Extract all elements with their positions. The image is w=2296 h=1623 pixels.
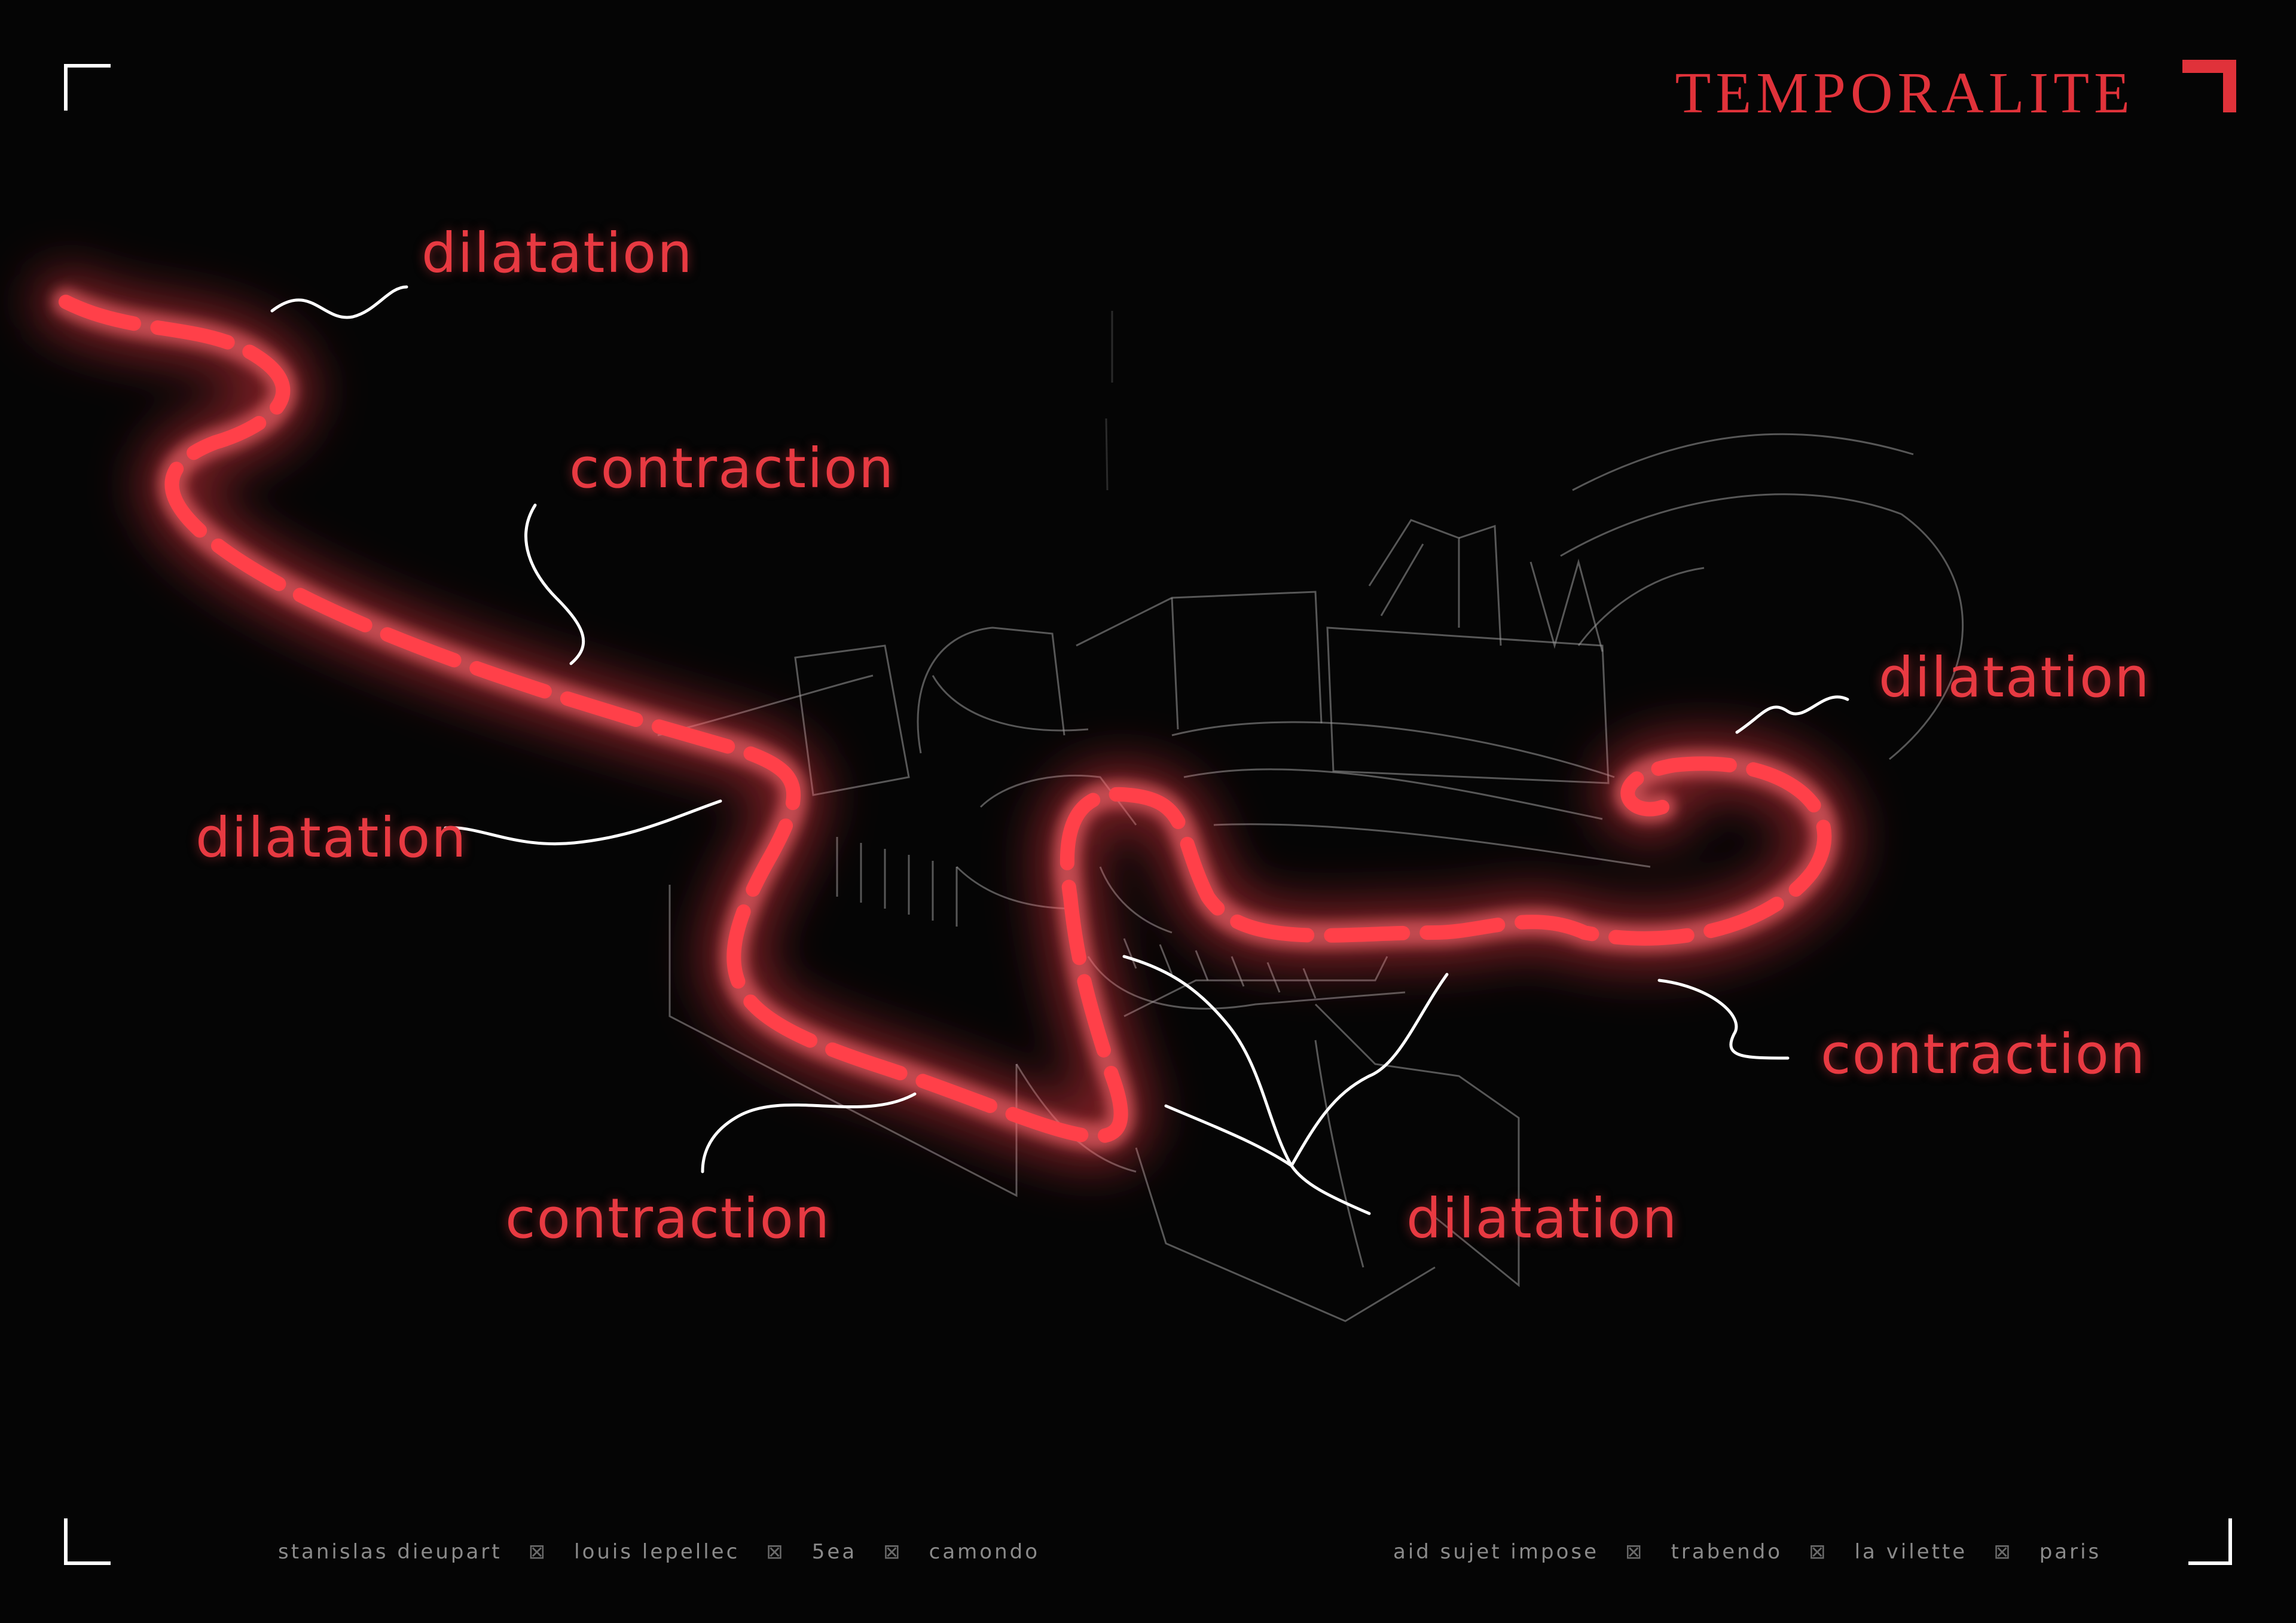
footer-credits-left: stanislas dieupart ⊠ louis lepellec ⊠ 5e…	[278, 1540, 1040, 1564]
footer-author-1: stanislas dieupart	[278, 1540, 502, 1564]
leader-dilatation-left	[444, 799, 722, 846]
footer-credits-right: aid sujet impose ⊠ trabendo ⊠ la vilette…	[1393, 1540, 2101, 1564]
leader-contraction-right	[1657, 979, 1790, 1060]
label-dilatation-top: dilatation	[422, 221, 694, 285]
corner-bottom-right	[2188, 1518, 2232, 1565]
footer-district: la vilette	[1854, 1540, 1968, 1564]
annotation-leaders	[270, 285, 1849, 1215]
label-contraction-bottom: contraction	[505, 1187, 831, 1251]
label-contraction-upper: contraction	[569, 436, 895, 500]
footer-class: 5ea	[811, 1540, 857, 1564]
leader-contraction-bottom	[701, 1092, 917, 1173]
label-dilatation-left: dilatation	[196, 806, 468, 870]
footer-author-2: louis lepellec	[574, 1540, 740, 1564]
footer-city: paris	[2039, 1540, 2102, 1564]
leader-dilatation-bottom-b	[1164, 1104, 1293, 1167]
footer-separator: ⊠	[766, 1540, 786, 1564]
leader-dilatation-right	[1735, 695, 1849, 734]
page-title: TEMPORALITE	[1675, 61, 2135, 126]
label-dilatation-bottom: dilatation	[1406, 1187, 1678, 1251]
leader-contraction-upper	[524, 503, 585, 665]
corner-top-right-accent	[2182, 60, 2236, 112]
footer-separator: ⊠	[883, 1540, 903, 1564]
leader-dilatation-bottom-a	[1122, 955, 1371, 1215]
frame-corners	[64, 64, 2232, 1565]
leader-dilatation-top	[270, 285, 408, 319]
footer-separator: ⊠	[1625, 1540, 1645, 1564]
leader-dilatation-bottom-c	[1290, 973, 1449, 1167]
footer-separator: ⊠	[528, 1540, 548, 1564]
footer-separator: ⊠	[1809, 1540, 1828, 1564]
footer-project-type: aid sujet impose	[1393, 1540, 1599, 1564]
label-contraction-right: contraction	[1821, 1022, 2147, 1086]
label-dilatation-right: dilatation	[1879, 646, 2151, 710]
building-wireframe	[657, 311, 1964, 1322]
footer-school: camondo	[929, 1540, 1040, 1564]
footer-venue: trabendo	[1671, 1540, 1783, 1564]
time-path-core	[59, 295, 1832, 1144]
corner-bottom-left	[64, 1518, 111, 1565]
corner-top-left	[64, 64, 111, 111]
footer-separator: ⊠	[1993, 1540, 2013, 1564]
